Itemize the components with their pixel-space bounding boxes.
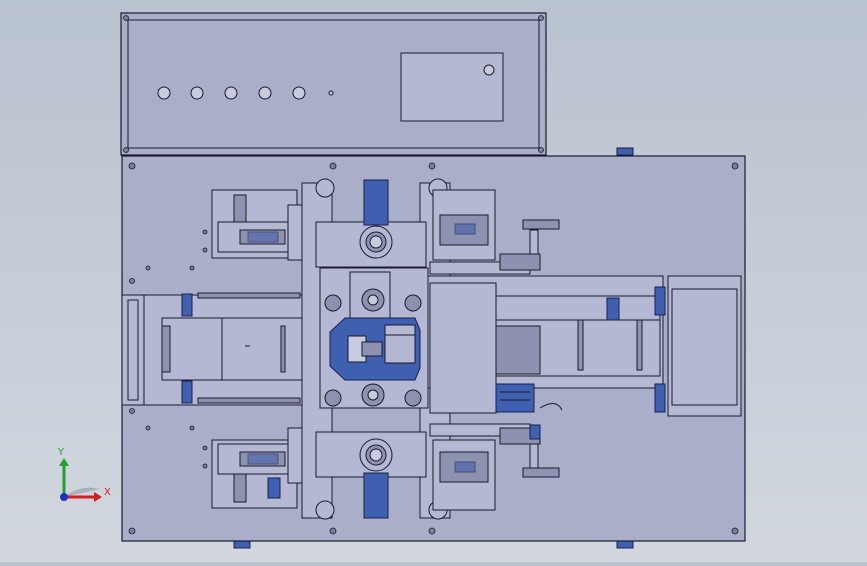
control-box xyxy=(120,12,547,156)
cylinder-bottom-right xyxy=(429,403,563,511)
screw-icon xyxy=(123,147,129,153)
top-spindle xyxy=(359,179,393,259)
button-hole xyxy=(258,86,272,100)
foot-pad xyxy=(616,540,634,549)
screw-icon xyxy=(538,147,544,153)
z-axis-dot xyxy=(60,493,68,501)
foot-pad xyxy=(233,540,251,549)
x-axis-label: X xyxy=(104,487,111,498)
display-window xyxy=(400,52,504,122)
cable-clip xyxy=(616,147,634,156)
left-conveyor xyxy=(121,292,303,406)
button-hole xyxy=(157,86,171,100)
indicator-hole xyxy=(328,90,334,96)
gripper-top-left xyxy=(202,189,303,261)
y-axis-label: Y xyxy=(57,447,65,458)
button-hole xyxy=(224,86,238,100)
emergency-stop-hole xyxy=(483,64,495,76)
central-mechanism xyxy=(319,267,429,409)
screw-icon xyxy=(538,15,544,21)
control-buttons xyxy=(157,86,334,100)
coordinate-triad: X Y xyxy=(57,447,111,502)
button-hole xyxy=(190,86,204,100)
cylinder-top-right xyxy=(429,189,560,275)
right-end-housing xyxy=(667,275,742,417)
bottom-spindle xyxy=(359,438,393,519)
right-conveyor xyxy=(427,275,666,414)
screw-icon xyxy=(123,15,129,21)
button-hole xyxy=(292,86,306,100)
gripper-bottom-left xyxy=(202,427,303,509)
